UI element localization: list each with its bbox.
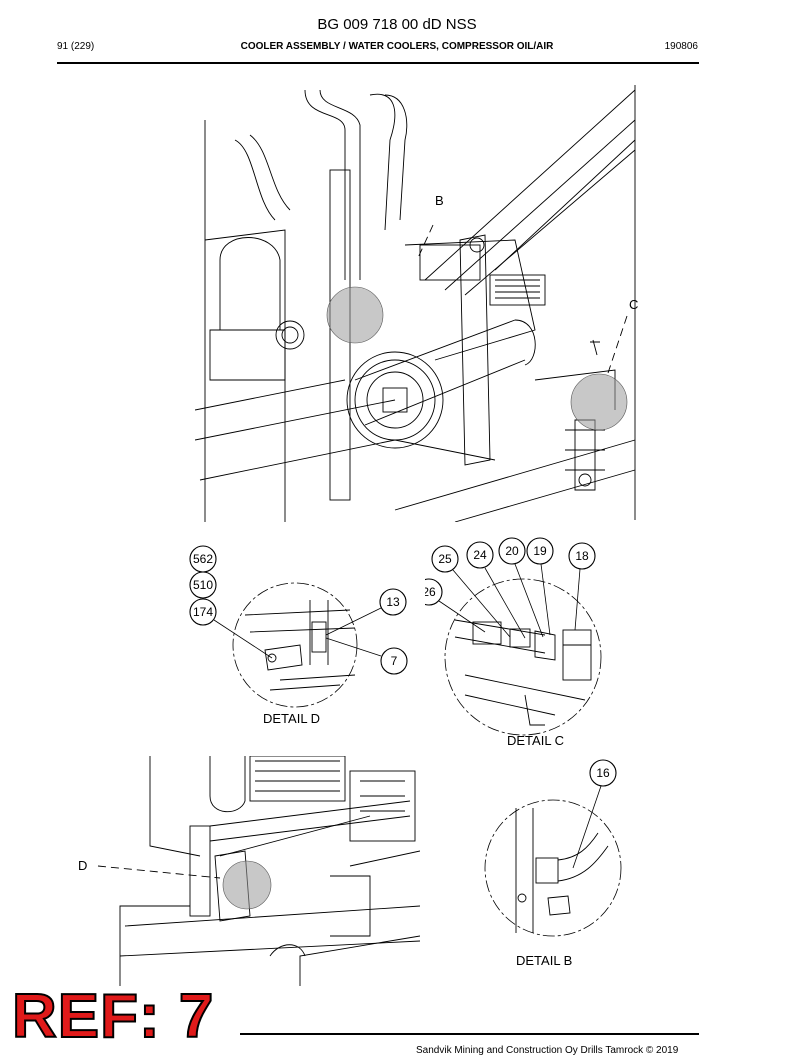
callout-20-label: 20 (505, 544, 519, 558)
callout-174-label: 174 (193, 605, 213, 619)
callout-510-label: 510 (193, 578, 213, 592)
callout-16 (589, 759, 617, 787)
callout-7 (380, 647, 408, 675)
header-rule (57, 62, 699, 64)
footer-rule (240, 1033, 699, 1035)
document-number: BG 009 718 00 dD NSS (317, 16, 477, 33)
callout-26-label: 26 (425, 585, 436, 599)
view-label-b: B (435, 193, 444, 208)
callout-16-label: 16 (596, 766, 610, 780)
callout-19 (526, 537, 554, 565)
footer-copyright: Sandvik Mining and Construction Oy Drill… (416, 1045, 679, 1056)
view-label-c: C (629, 297, 638, 312)
callout-7-label: 7 (391, 654, 398, 668)
callout-510 (189, 571, 217, 599)
detail-d-title: DETAIL D (263, 711, 320, 726)
main-assembly-drawing: B C (195, 85, 638, 522)
detail-b-drawing: 16 DETAIL B (484, 759, 622, 968)
detail-d-drawing: 562 510 174 13 7 DETAIL D (189, 545, 408, 726)
detail-b-title: DETAIL B (516, 953, 572, 968)
callout-24 (466, 541, 494, 569)
date-code: 190806 (664, 41, 698, 52)
page-number: 91 (229) (57, 41, 95, 52)
view-label-d: D (78, 858, 87, 873)
detail-c-title: DETAIL C (507, 733, 564, 748)
callout-18 (568, 542, 596, 570)
callout-174 (189, 598, 217, 626)
callout-18-label: 18 (575, 549, 589, 563)
callout-13 (379, 588, 407, 616)
callout-25 (431, 545, 459, 573)
callout-25-label: 25 (438, 552, 452, 566)
callout-26 (425, 578, 443, 606)
callout-20 (498, 537, 526, 565)
callout-562-label: 562 (193, 552, 213, 566)
callout-19-label: 19 (533, 544, 547, 558)
callout-24-label: 24 (473, 548, 487, 562)
callout-13-label: 13 (386, 595, 400, 609)
section-title: COOLER ASSEMBLY / WATER COOLERS, COMPRES… (240, 41, 554, 52)
detail-c-drawing: 25 24 20 19 18 26 DETAIL C (425, 537, 602, 748)
bottom-assembly-drawing: D (78, 756, 420, 986)
ref-stamp: REF: 7 (11, 982, 215, 1051)
